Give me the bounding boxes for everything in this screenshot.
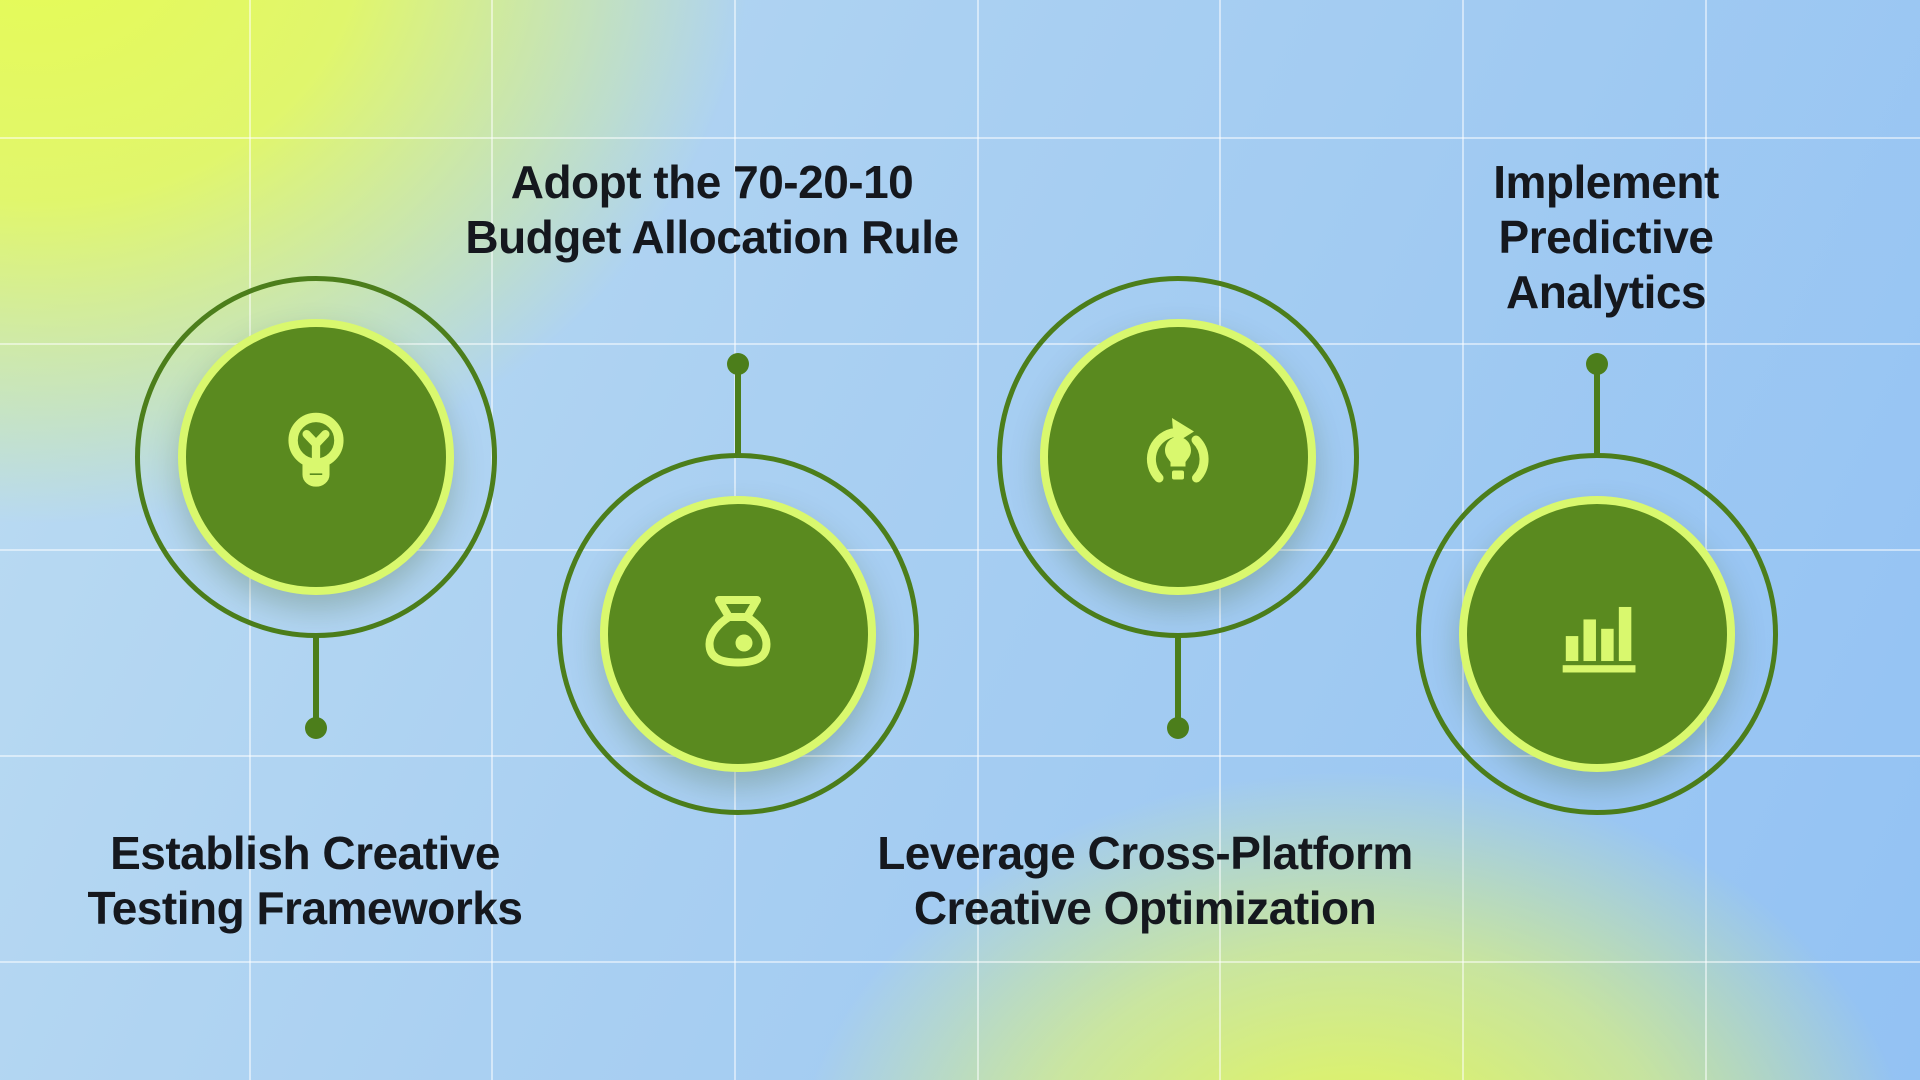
connector-line [1175,636,1181,722]
money-bag-icon [705,596,771,667]
node-circle [178,319,454,595]
bar-chart-icon [1562,606,1636,673]
grid-line [977,0,979,1080]
connector-line [735,370,741,456]
node-outer-ring [997,276,1359,638]
lightbulb-icon [288,412,344,487]
node-label-budget-allocation: Adopt the 70-20-10 Budget Allocation Rul… [465,156,959,264]
grid-line [0,755,1920,757]
connector-dot [1586,353,1608,375]
grid-line [491,0,493,1080]
connector-line [1594,370,1600,456]
node-outer-ring [135,276,497,638]
node-circle [1459,496,1735,772]
node-label-cross-platform-optimization: Leverage Cross-Platform Creative Optimiz… [877,827,1413,935]
grid-line [0,961,1920,963]
connector-dot [727,353,749,375]
node-circle [600,496,876,772]
sync-idea-icon [1146,418,1209,483]
node-label-establish-creative-testing: Establish Creative Testing Frameworks [87,827,523,935]
node-label-predictive-analytics: Implement Predictive Analytics [1493,156,1719,319]
grid-line [0,549,1920,551]
connector-line [313,636,319,722]
grid-line [0,343,1920,345]
connector-dot [305,717,327,739]
connector-dot [1167,717,1189,739]
grid-line [0,137,1920,139]
node-circle [1040,319,1316,595]
